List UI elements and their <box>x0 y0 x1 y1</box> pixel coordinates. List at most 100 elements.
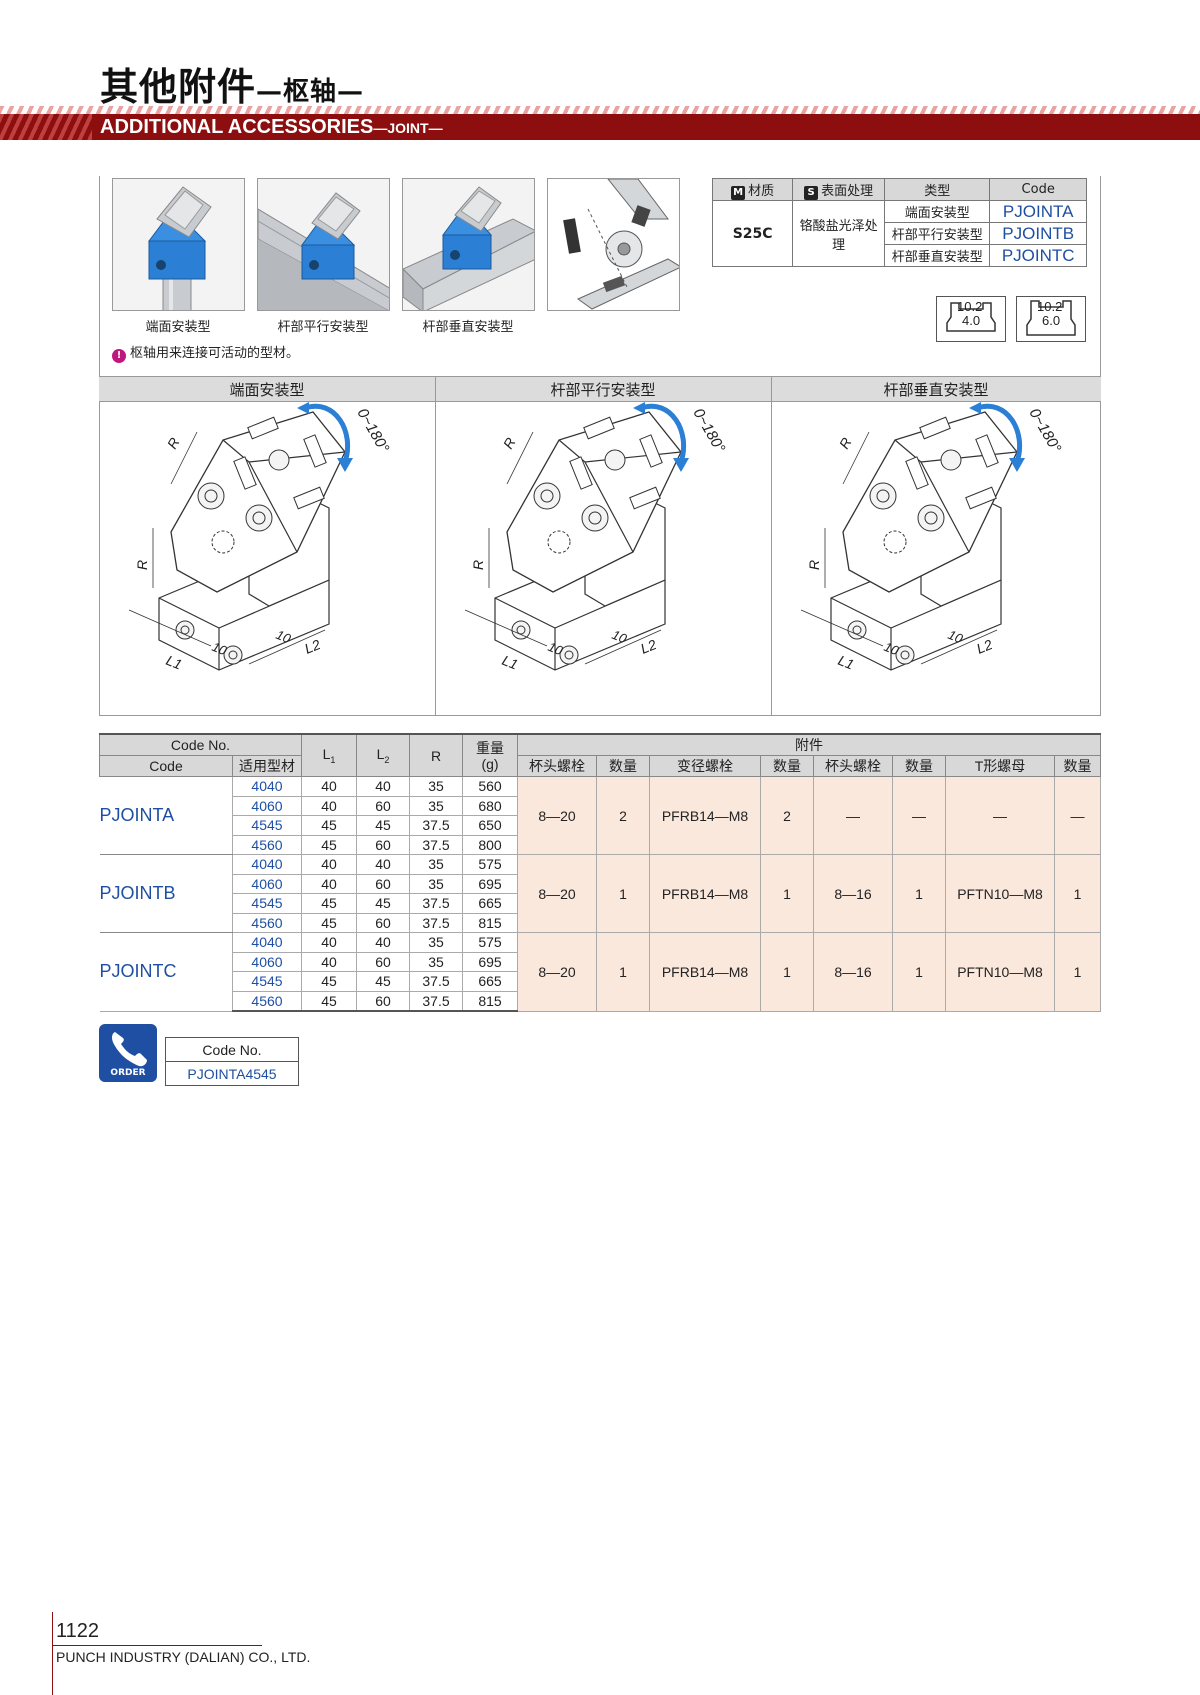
profile-code: 4060 <box>232 951 302 972</box>
material-badge-icon: M <box>731 185 746 200</box>
weight-value: 815 <box>462 990 518 1012</box>
weight-value: 575 <box>462 854 518 875</box>
photo-caption-perpendicular-mount: 杆部垂直安装型 <box>422 320 514 335</box>
title-cn-main: 其他附件 <box>100 65 257 109</box>
l1-value: 40 <box>301 854 357 875</box>
order-label: ORDER <box>110 1068 146 1078</box>
dim-label-10: 10 <box>274 627 294 647</box>
spec-material: S25C <box>711 200 794 267</box>
photo-exploded-view <box>547 178 680 311</box>
head-slot <box>905 456 929 490</box>
mount-hole <box>895 645 915 665</box>
dim-label-r: R <box>836 435 855 452</box>
dim-label-l1: L1 <box>164 652 184 673</box>
head-hole <box>924 511 938 525</box>
slot-top-dim: 10.2 <box>1037 299 1063 314</box>
spec-type: 端面安装型 <box>884 200 991 223</box>
slot-bottom-dim: 6.0 <box>1042 313 1061 328</box>
spec-code: PJOINTA <box>989 200 1087 223</box>
mount-hole <box>900 650 910 660</box>
slot-bottom-dim: 4.0 <box>962 313 981 328</box>
profile-code: 4545 <box>232 971 302 992</box>
spec-code: PJOINTC <box>989 244 1087 267</box>
r-value: 37.5 <box>409 815 463 836</box>
info-icon: ! <box>112 349 126 363</box>
surface-badge-icon: S <box>804 185 819 200</box>
spec-type: 杆部平行安装型 <box>884 222 991 245</box>
th-acc-qty: 数量 <box>892 755 946 777</box>
th-accessories: 附件 <box>517 733 1101 756</box>
r-value: 35 <box>409 932 463 953</box>
l1-value: 40 <box>301 873 357 894</box>
slot-profile-8: 10.2 4.0 <box>936 296 1006 342</box>
qty-value: 1 <box>892 854 946 933</box>
photo-perpendicular-mount <box>402 178 535 311</box>
dim-label-r: R <box>470 560 486 570</box>
l2-value: 60 <box>356 873 410 894</box>
spec-code: PJOINTB <box>989 222 1087 245</box>
dim-label-l2: L2 <box>974 636 995 657</box>
qty-value: 2 <box>760 776 814 855</box>
profile-code: 4545 <box>232 815 302 836</box>
th-acc-t-nut: T形螺母 <box>945 755 1055 777</box>
mount-hole <box>175 620 195 640</box>
dim-label-l1: L1 <box>836 652 856 673</box>
pivot-center <box>547 530 571 554</box>
l2-value: 45 <box>356 893 410 914</box>
rotation-label: 0~180° <box>690 406 729 456</box>
product-code: PJOINTA <box>99 776 233 855</box>
mount-hole <box>564 650 574 660</box>
dim-label-l1: L1 <box>500 652 520 673</box>
diagram-header-end: 端面安装型 <box>229 381 305 399</box>
rotation-arrow <box>976 403 1023 463</box>
rotation-arrowhead <box>969 402 981 414</box>
dim-label-10: 10 <box>210 639 230 659</box>
l2-value: 40 <box>356 932 410 953</box>
phone-order-icon <box>99 1024 157 1082</box>
title-cn-sub: —枢轴— <box>256 77 365 107</box>
spec-header-type: 类型 <box>884 178 991 201</box>
weight-value: 815 <box>462 912 518 933</box>
product-code: PJOINTB <box>99 854 233 933</box>
rotation-arrowhead <box>337 458 353 472</box>
rotation-arrow <box>304 403 351 463</box>
dim-line-l1 <box>128 609 212 647</box>
photo-end-mount <box>112 178 245 311</box>
head-slot <box>629 486 661 510</box>
rotation-label: 0~180° <box>354 406 393 456</box>
qty-value: — <box>892 776 946 855</box>
page-title-en: ADDITIONAL ACCESSORIES—JOINT— <box>100 116 443 139</box>
cap-bolt-value: 8—20 <box>517 854 597 933</box>
l1-value: 40 <box>301 776 357 797</box>
mount-hole <box>180 625 190 635</box>
th-acc-qty: 数量 <box>596 755 650 777</box>
l2-value: 60 <box>356 912 410 933</box>
l1-value: 40 <box>301 951 357 972</box>
l2-value: 60 <box>356 951 410 972</box>
head-hole <box>533 482 561 510</box>
l2-value: 40 <box>356 776 410 797</box>
th-code: Code <box>99 755 233 777</box>
slot-profile-icon <box>946 302 996 332</box>
dim-label-l2: L2 <box>638 636 659 657</box>
usage-note: ! 枢轴用来连接可活动的型材。 <box>112 342 299 363</box>
profile-code: 4560 <box>232 990 302 1012</box>
th-acc-reducer-bolt: 变径螺栓 <box>649 755 761 777</box>
head-hole <box>268 449 290 471</box>
reducer-bolt-value: PFRB14—M8 <box>649 932 761 1012</box>
dim-line-r <box>842 431 870 485</box>
usage-note-text: 枢轴用来连接可活动的型材。 <box>130 346 300 361</box>
l1-value: 45 <box>301 834 357 855</box>
head-hole <box>876 489 890 503</box>
weight-value: 575 <box>462 932 518 953</box>
dim-line-l1 <box>464 609 548 647</box>
t-nut-value: PFTN10—M8 <box>945 854 1055 933</box>
mount-hole <box>847 620 867 640</box>
r-value: 35 <box>409 795 463 816</box>
t-nut-value: PFTN10—M8 <box>945 932 1055 1012</box>
qty-value: 1 <box>596 932 650 1012</box>
